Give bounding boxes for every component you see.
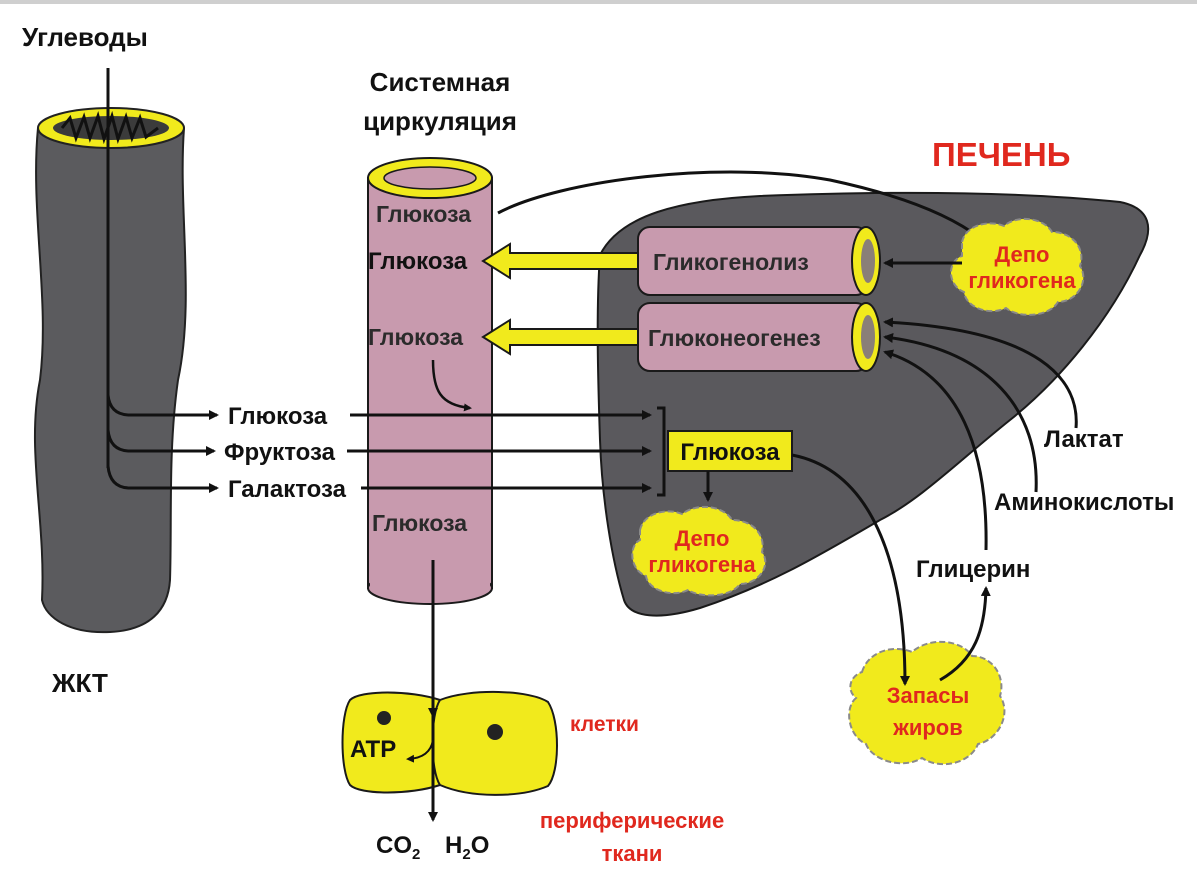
h2o-label: H2O xyxy=(445,832,489,863)
glycogenolysis-label: Гликогенолиз xyxy=(653,249,809,275)
glycogen-depot-upper-line2: гликогена xyxy=(968,268,1076,293)
glycogen-depot-lower-line1: Депо xyxy=(675,526,730,551)
lactate-label: Лактат xyxy=(1044,426,1124,453)
circulation-glucose-4: Глюкоза xyxy=(372,510,467,536)
absorbed-fructose-label: Фруктоза xyxy=(224,439,336,466)
fat-stores-line1: Запасы xyxy=(887,683,970,708)
fat-stores-line2: жиров xyxy=(892,715,963,740)
circulation-glucose-3: Глюкоза xyxy=(368,324,463,350)
circulation-vessel-bottom-fill xyxy=(370,560,490,588)
cell-nucleus-right xyxy=(487,724,503,740)
peripheral-tissues-line2: ткани xyxy=(602,841,663,866)
circulation-glucose-1: Глюкоза xyxy=(376,201,471,227)
glycogenolysis-cylinder-lumen xyxy=(861,239,875,283)
cell-nucleus-left xyxy=(377,711,391,725)
circulation-glucose-2: Глюкоза xyxy=(368,248,468,275)
glycerol-label: Глицерин xyxy=(916,556,1030,583)
absorbed-galactose-label: Галактоза xyxy=(228,476,347,503)
atp-label: ATP xyxy=(350,736,396,763)
gluconeogenesis-cylinder-lumen xyxy=(861,315,875,359)
glycogen-depot-upper-line1: Депо xyxy=(995,242,1050,267)
absorbed-glucose-label: Глюкоза xyxy=(228,403,328,430)
cells-label: клетки xyxy=(570,713,639,736)
liver-label: ПЕЧЕНЬ xyxy=(932,136,1070,173)
systemic-circulation-label-line2: циркуляция xyxy=(363,106,517,136)
gluconeogenesis-label: Глюконеогенез xyxy=(648,325,821,351)
carbohydrates-label: Углеводы xyxy=(22,22,148,52)
systemic-circulation-label-line1: Системная xyxy=(370,67,511,97)
liver-glucose-label: Глюкоза xyxy=(680,439,780,466)
peripheral-tissues-line1: периферические xyxy=(540,808,724,833)
gi-tract-label: ЖКТ xyxy=(51,668,108,698)
circulation-vessel-lumen xyxy=(384,167,476,189)
amino-acids-label: Аминокислоты xyxy=(994,489,1174,516)
gi-tract-tube xyxy=(35,115,186,633)
glycogen-depot-lower-line2: гликогена xyxy=(648,552,756,577)
co2-label: CO2 xyxy=(376,832,420,863)
peripheral-cell-right xyxy=(433,692,558,795)
